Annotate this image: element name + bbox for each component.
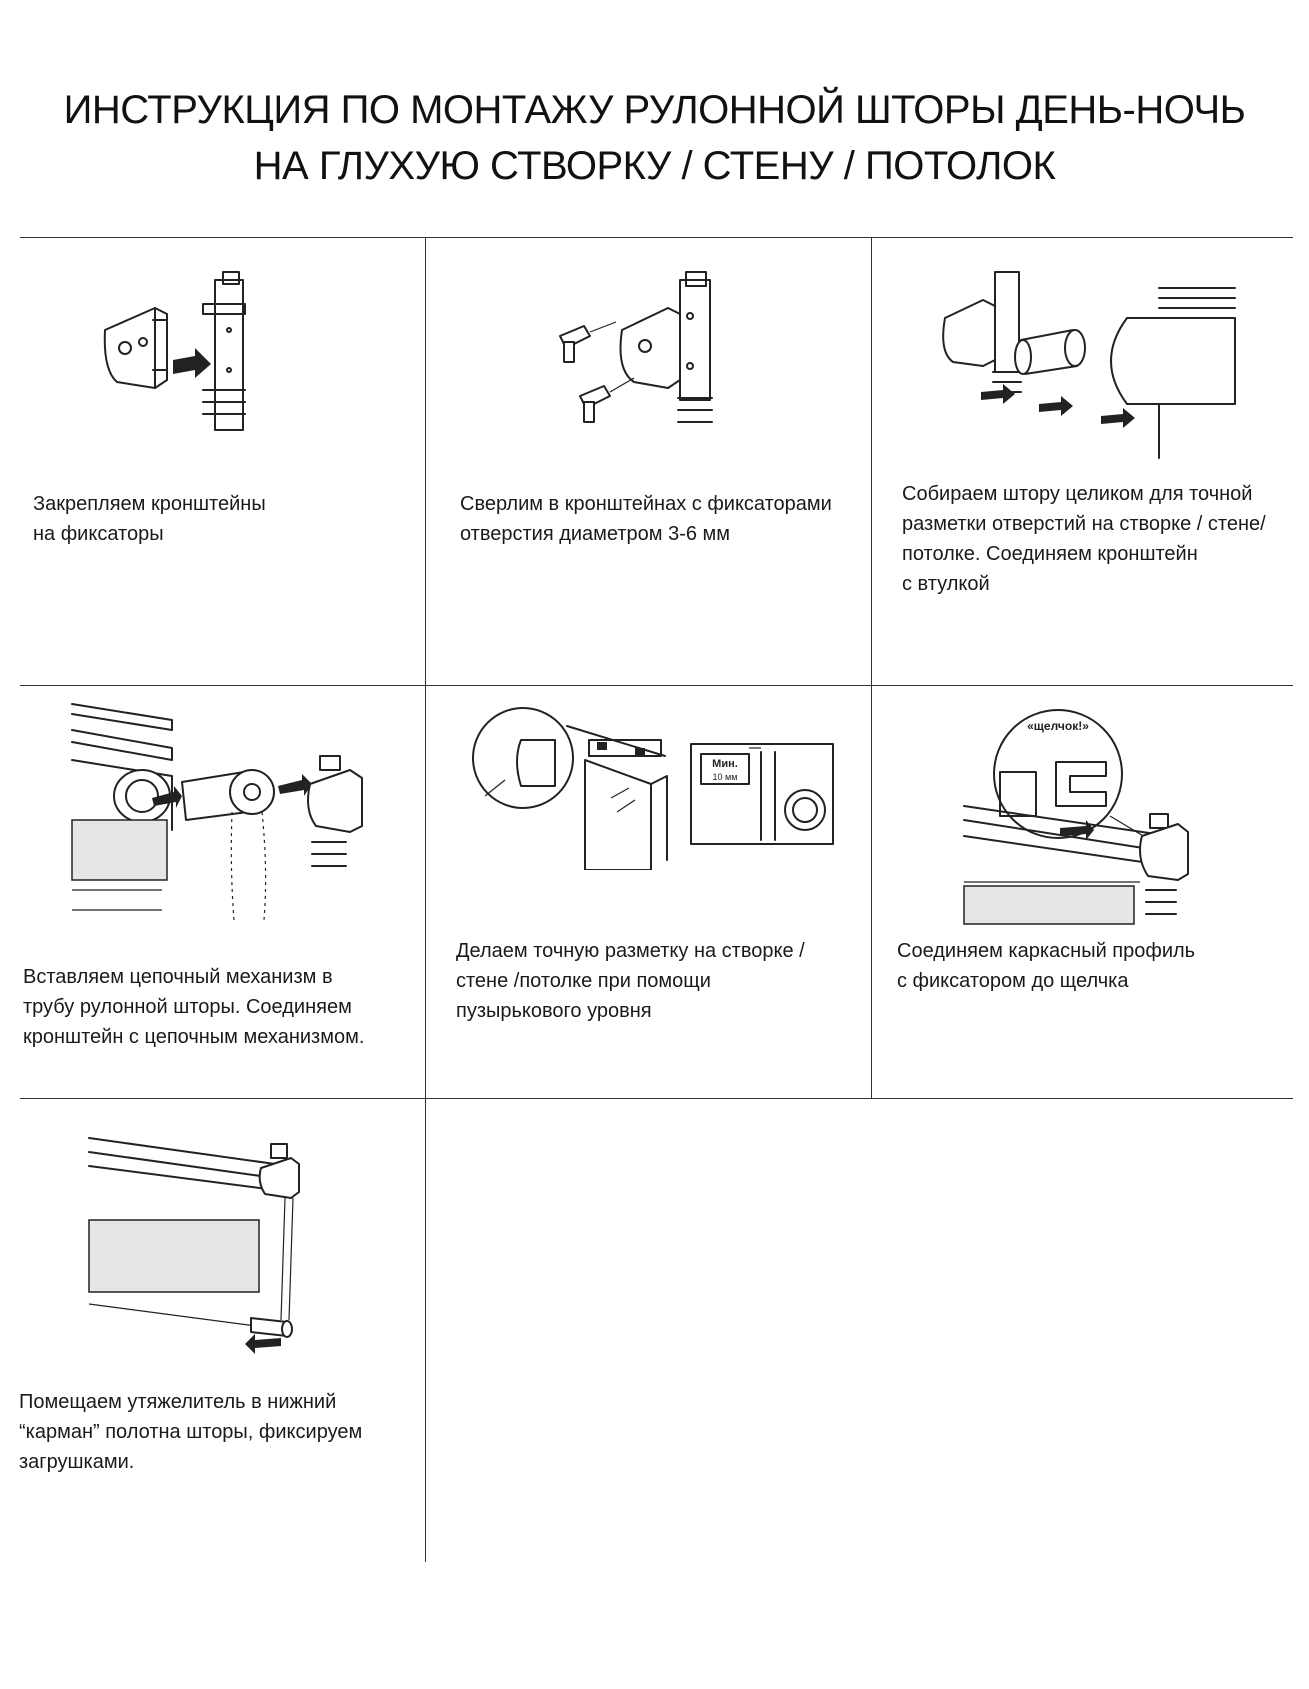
step-5-caption: Делаем точную разметку на створке / стен… bbox=[456, 940, 805, 1022]
click-label: «щелчок!» bbox=[1027, 719, 1089, 733]
step-7-illustration bbox=[88, 1137, 300, 1354]
drill-icon bbox=[579, 377, 635, 423]
clip-icon bbox=[202, 271, 246, 431]
bracket-icon bbox=[1139, 813, 1189, 915]
step-4-caption: Вставляем цепочный механизм в трубу руло… bbox=[23, 966, 365, 1048]
step-1-caption: Закрепляем кронштейны на фиксаторы bbox=[33, 493, 266, 545]
min-distance-detail bbox=[690, 743, 834, 845]
arrow-right-icon bbox=[173, 348, 211, 378]
arrow-right-icon bbox=[1039, 396, 1073, 416]
arrow-right-icon bbox=[981, 384, 1015, 404]
blind-roller-icon bbox=[88, 1137, 276, 1329]
step-1-illustration bbox=[103, 271, 246, 431]
min-value: 10 мм bbox=[713, 772, 738, 782]
page-title: ИНСТРУКЦИЯ ПО МОНТАЖУ РУЛОННОЙ ШТОРЫ ДЕН… bbox=[0, 82, 1309, 194]
step-3-illustration bbox=[942, 271, 1236, 459]
grid-line-row-2 bbox=[20, 1098, 1293, 1099]
grid-line-col-2 bbox=[871, 237, 872, 1098]
blind-tube-icon bbox=[71, 703, 173, 911]
step-2-caption: Сверлим в кронштейнах с фиксаторами отве… bbox=[460, 493, 832, 545]
step-4-illustration bbox=[71, 703, 363, 921]
title-line-1: ИНСТРУКЦИЯ ПО МОНТАЖУ РУЛОННОЙ ШТОРЫ ДЕН… bbox=[63, 88, 1246, 132]
bushing-icon bbox=[1014, 329, 1086, 375]
bracket-icon bbox=[619, 271, 713, 423]
step-6-caption: Соединяем каркасный профиль с фиксатором… bbox=[897, 940, 1196, 992]
min-label: Мин. bbox=[712, 758, 738, 770]
chain-mechanism-icon bbox=[181, 769, 275, 921]
step-3-caption: Собираем штору целиком для точной размет… bbox=[902, 483, 1266, 595]
step-2-illustration bbox=[559, 271, 713, 423]
arrow-left-icon bbox=[278, 774, 312, 796]
drill-icon bbox=[559, 321, 617, 363]
bracket-icon bbox=[103, 307, 168, 389]
arrow-left-icon bbox=[152, 786, 182, 808]
bracket-icon bbox=[307, 755, 363, 867]
grid-line-top bbox=[20, 237, 1293, 238]
title-line-2: НА ГЛУХУЮ СТВОРКУ / СТЕНУ / ПОТОЛОК bbox=[253, 144, 1056, 188]
arrow-left-icon bbox=[1060, 820, 1094, 840]
grid-line-col-1 bbox=[425, 237, 426, 1562]
arrow-left-icon bbox=[245, 1334, 281, 1354]
roller-icon bbox=[1110, 287, 1236, 459]
grid-line-row-1 bbox=[20, 685, 1293, 686]
window-sash-icon bbox=[566, 725, 668, 870]
bracket-icon bbox=[942, 271, 1022, 393]
step-5-illustration: Мин. 10 мм bbox=[472, 707, 834, 870]
arrow-right-icon bbox=[1101, 408, 1135, 428]
step-6-illustration: «щелчок!» bbox=[963, 709, 1189, 925]
step-7-caption: Помещаем утяжелитель в нижний “карман” п… bbox=[19, 1391, 363, 1473]
bracket-icon bbox=[258, 1143, 300, 1321]
weight-bar-icon bbox=[250, 1317, 293, 1338]
blind-profile-icon bbox=[963, 805, 1157, 925]
magnifier-circle-icon bbox=[472, 707, 574, 809]
